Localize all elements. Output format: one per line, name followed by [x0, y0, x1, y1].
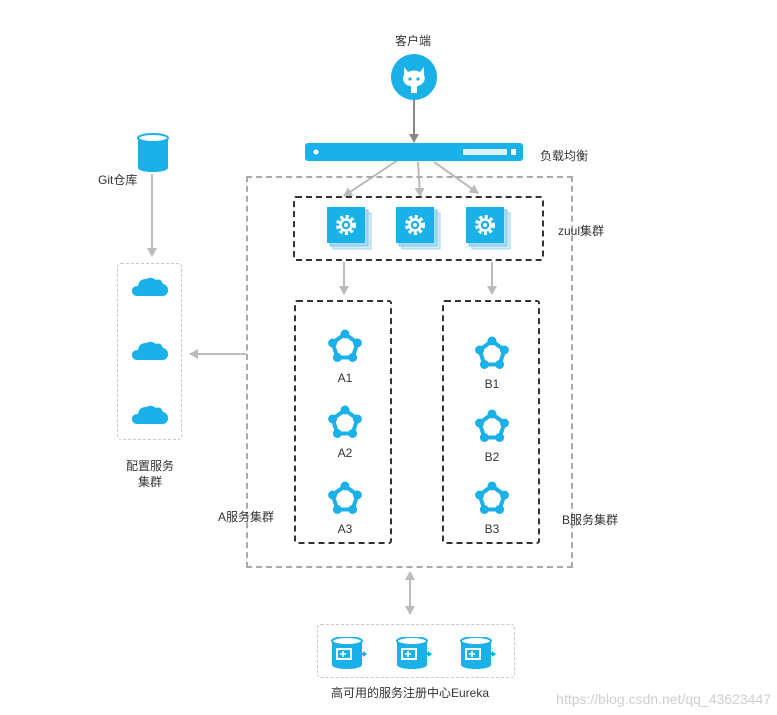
config-cluster-label: 配置服务 集群	[113, 458, 187, 490]
config-cluster-label-line2: 集群	[137, 475, 162, 489]
a3-label: A3	[337, 522, 353, 536]
database-cylinder-icon[interactable]	[137, 133, 169, 173]
cloud-icon[interactable]	[131, 339, 169, 361]
arrow-lb-to-zuul-1	[343, 159, 399, 197]
services-container	[246, 176, 573, 568]
load-balancer-label: 负载均衡	[540, 149, 589, 163]
gear-card-icon[interactable]	[396, 207, 442, 251]
config-cluster-label-line1: 配置服务	[125, 459, 174, 473]
cluster-node-icon[interactable]	[474, 336, 510, 372]
zuul-cluster-box	[293, 196, 544, 261]
eureka-label: 高可用的服务注册中心Eureka	[330, 686, 490, 700]
cluster-node-icon[interactable]	[327, 481, 363, 517]
registry-disk-icon[interactable]	[459, 636, 499, 671]
a-cluster-label: A服务集群	[218, 510, 275, 524]
b-cluster-box	[442, 300, 540, 544]
eureka-cluster-box	[317, 624, 515, 678]
arrow-lb-to-zuul-2	[414, 161, 425, 197]
gear-card-icon[interactable]	[327, 207, 373, 251]
config-cluster-box	[117, 263, 182, 440]
cluster-node-icon[interactable]	[474, 409, 510, 445]
a2-label: A2	[337, 446, 353, 460]
b2-label: B2	[484, 450, 500, 464]
github-octocat-icon[interactable]	[390, 53, 438, 101]
b1-label: B1	[484, 377, 500, 391]
server-rack-icon[interactable]	[305, 143, 523, 161]
cloud-icon[interactable]	[131, 275, 169, 297]
zuul-cluster-label: zuul集群	[558, 224, 605, 238]
client-label: 客户端	[395, 34, 432, 48]
registry-disk-icon[interactable]	[395, 636, 435, 671]
cluster-node-icon[interactable]	[474, 481, 510, 517]
registry-disk-icon[interactable]	[330, 636, 370, 671]
b3-label: B3	[484, 522, 500, 536]
git-repo-label: Git仓库	[98, 173, 138, 187]
a-cluster-box	[294, 300, 392, 544]
gear-card-icon[interactable]	[466, 207, 512, 251]
b-cluster-label: B服务集群	[562, 513, 619, 527]
a1-label: A1	[337, 371, 353, 385]
cloud-icon[interactable]	[131, 403, 169, 425]
cluster-node-icon[interactable]	[327, 405, 363, 441]
cluster-node-icon[interactable]	[327, 329, 363, 365]
watermark-text: https://blog.csdn.net/qq_43623447	[556, 691, 771, 707]
